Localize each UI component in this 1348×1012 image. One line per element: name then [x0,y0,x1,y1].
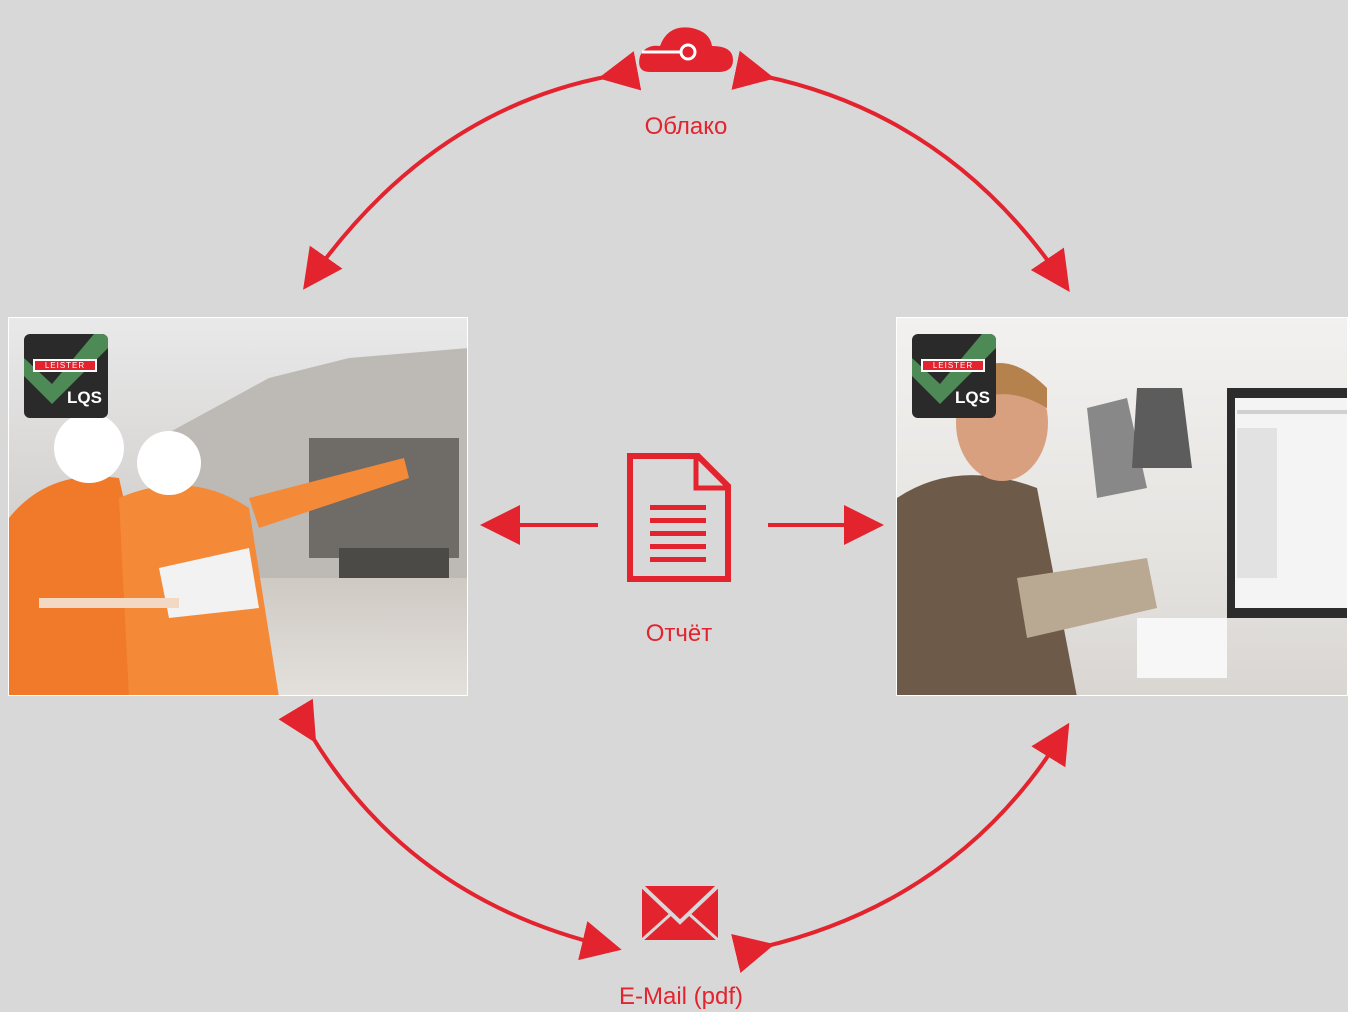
lqs-badge-left: LEISTER LQS [24,334,108,418]
site-photo: LEISTER LQS [8,317,468,696]
office-photo: LEISTER LQS [896,317,1348,696]
report-label: Отчёт [645,620,713,647]
lqs-logo-text: LQS [67,388,102,407]
email-label: E-Mail (pdf) [618,983,744,1010]
site-photo-illustration [9,348,467,695]
arrow-email-right [731,722,1070,973]
arrow-cloud-right [731,50,1070,292]
office-photo-illustration [897,363,1347,695]
lqs-logo-text: LQS [955,388,990,407]
document-icon [627,453,731,582]
arrow-cloud-left [303,51,642,290]
cloud-icon [639,27,733,73]
arrow-email-left [278,698,622,961]
cloud-label: Облако [644,113,728,140]
leister-logo: LEISTER [921,359,985,372]
envelope-icon [640,884,720,942]
leister-logo: LEISTER [33,359,97,372]
lqs-badge-right: LEISTER LQS [912,334,996,418]
